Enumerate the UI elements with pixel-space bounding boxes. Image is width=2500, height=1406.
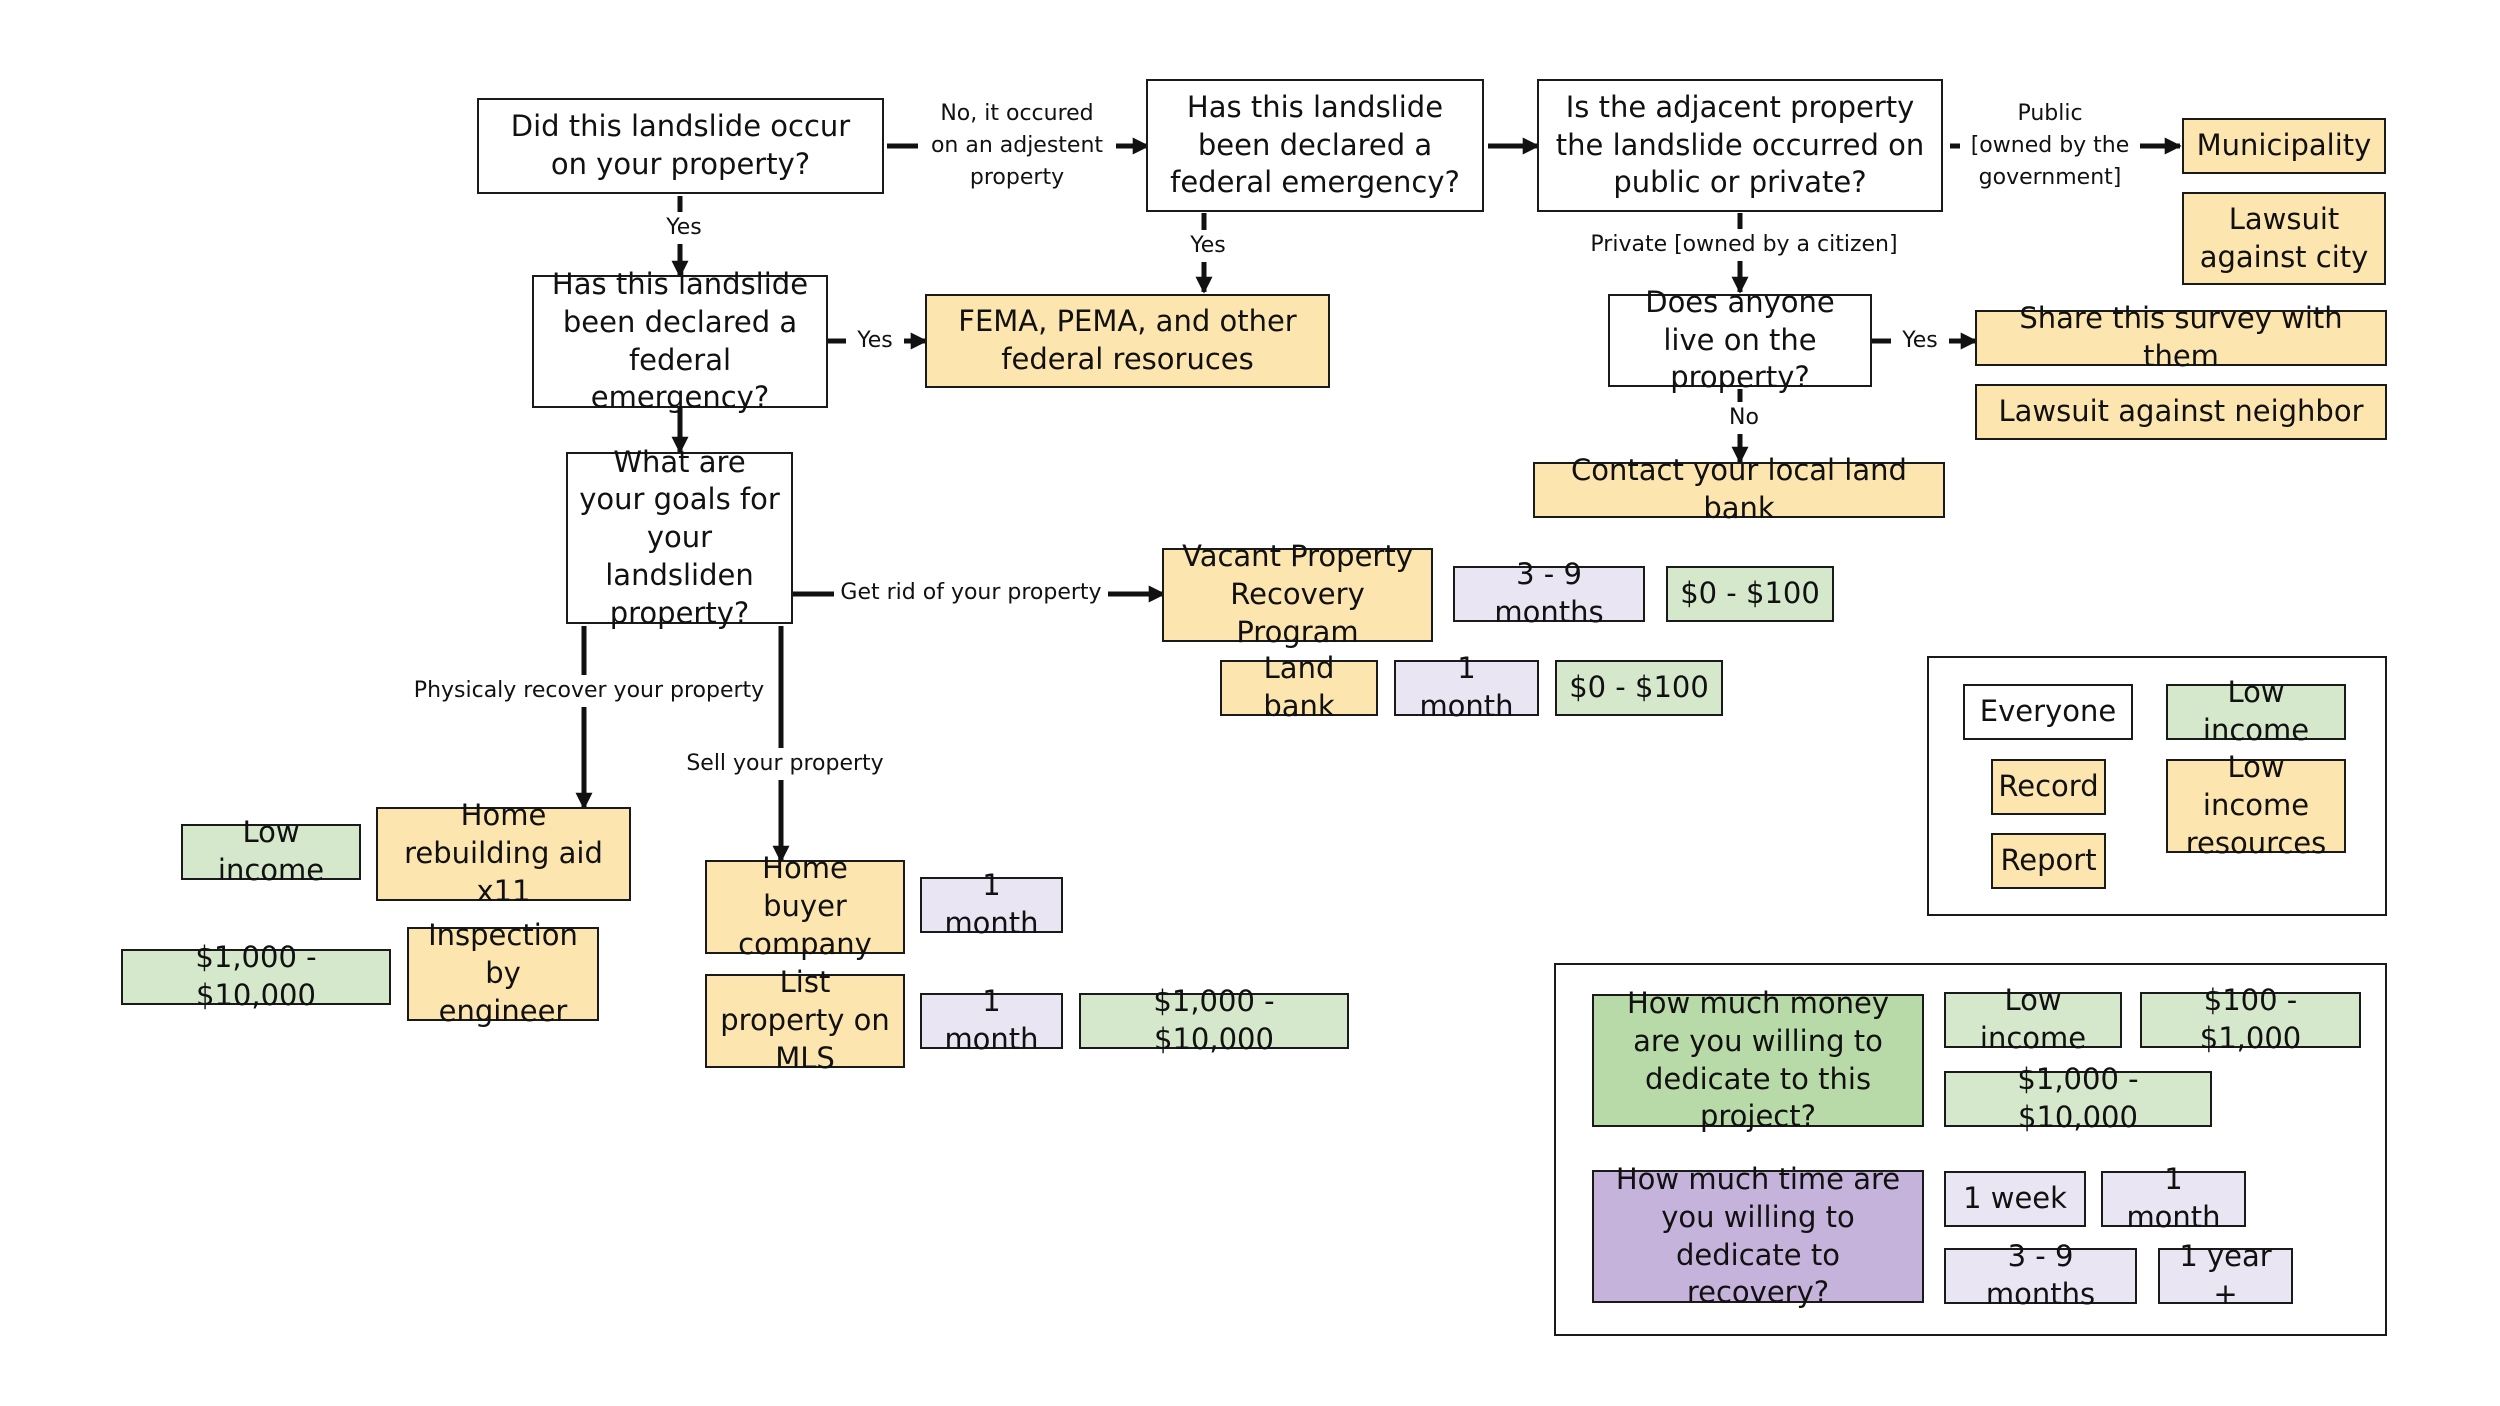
edge-label-recover: Physicaly recover your property — [406, 675, 772, 707]
resource-lawsuit-city: Lawsuit against city — [2182, 192, 2386, 285]
resource-contact-land-bank: Contact your local land bank — [1533, 453, 1945, 525]
edge-label-yes-own: Yes — [654, 212, 714, 244]
question-federal-emergency-own: Has this landslide been declared a feder… — [532, 267, 828, 414]
time-option-3-9-months: 3 - 9 months — [1944, 1239, 2137, 1311]
money-option-low-income: Low income — [1944, 983, 2122, 1055]
resource-home-buyer-company: Home buyer company — [705, 851, 905, 961]
edge-label-no-live: No — [1720, 402, 1768, 434]
resource-list-on-mls: List property on MLS — [705, 965, 905, 1075]
legend-everyone: Everyone — [1963, 684, 2133, 740]
time-tag-mls: 1 month — [920, 984, 1063, 1056]
time-option-1-month: 1 month — [2101, 1162, 2246, 1234]
resource-vacant-property-program: Vacant Property Recovery Program — [1162, 539, 1433, 649]
filters-panel — [1554, 963, 2387, 1336]
time-tag-vacant: 3 - 9 months — [1453, 557, 1645, 629]
resource-fema: FEMA, PEMA, and other federal resoruces — [925, 294, 1330, 388]
money-tag-mls: $1,000 - $10,000 — [1079, 984, 1349, 1056]
resource-land-bank: Land bank — [1220, 651, 1378, 723]
resource-home-rebuilding-aid: Home rebuilding aid x11 — [376, 798, 631, 908]
resource-inspection-engineer: Inspection by engineer — [407, 918, 599, 1028]
question-public-or-private: Is the adjacent property the landslide o… — [1537, 79, 1943, 212]
edge-label-yes-live: Yes — [1891, 325, 1949, 357]
legend-low-income: Low income — [2166, 675, 2346, 747]
question-federal-emergency-adjacent: Has this landslide been declared a feder… — [1146, 79, 1484, 212]
money-tag-vacant: $0 - $100 — [1666, 566, 1834, 622]
time-tag-land-bank: 1 month — [1394, 651, 1539, 723]
time-tag-home-buyer: 1 month — [920, 868, 1063, 940]
edge-label-public: Public [owned by the government] — [1960, 98, 2140, 194]
legend-low-income-resources: Low income resources — [2166, 750, 2346, 860]
legend-record: Record — [1991, 759, 2106, 815]
money-tag-inspection: $1,000 - $10,000 — [121, 940, 391, 1012]
resource-municipality: Municipality — [2182, 118, 2386, 174]
money-question: How much money are you willing to dedica… — [1592, 986, 1924, 1133]
resource-share-survey: Share this survey with them — [1975, 301, 2387, 373]
edge-label-yes-fema-own: Yes — [846, 325, 904, 357]
time-option-1-year: 1 year + — [2158, 1239, 2293, 1311]
resource-lawsuit-neighbor: Lawsuit against neighbor — [1975, 384, 2387, 440]
question-occur-on-property: Did this landslide occur on your propert… — [477, 98, 884, 194]
money-tag-land-bank: $0 - $100 — [1555, 660, 1723, 716]
edge-label-no-adjacent: No, it occured on an adjestent property — [918, 98, 1116, 194]
money-option-1000-10000: $1,000 - $10,000 — [1944, 1062, 2212, 1134]
edge-label-get-rid: Get rid of your property — [834, 577, 1108, 609]
edge-label-yes-fema-adjacent: Yes — [1176, 230, 1240, 262]
edge-label-private: Private [owned by a citizen] — [1578, 229, 1910, 261]
legend-report: Report — [1991, 833, 2106, 889]
question-anyone-live: Does anyone live on the property? — [1608, 285, 1872, 394]
income-tag-rebuild: Low income — [181, 815, 361, 887]
edge-label-sell: Sell your property — [676, 748, 894, 780]
question-goals: What are your goals for your landsliden … — [566, 445, 793, 630]
legend-panel — [1927, 656, 2387, 916]
time-option-1-week: 1 week — [1944, 1171, 2086, 1227]
money-option-100-1000: $100 - $1,000 — [2140, 983, 2361, 1055]
time-question: How much time are you willing to dedicat… — [1592, 1162, 1924, 1309]
